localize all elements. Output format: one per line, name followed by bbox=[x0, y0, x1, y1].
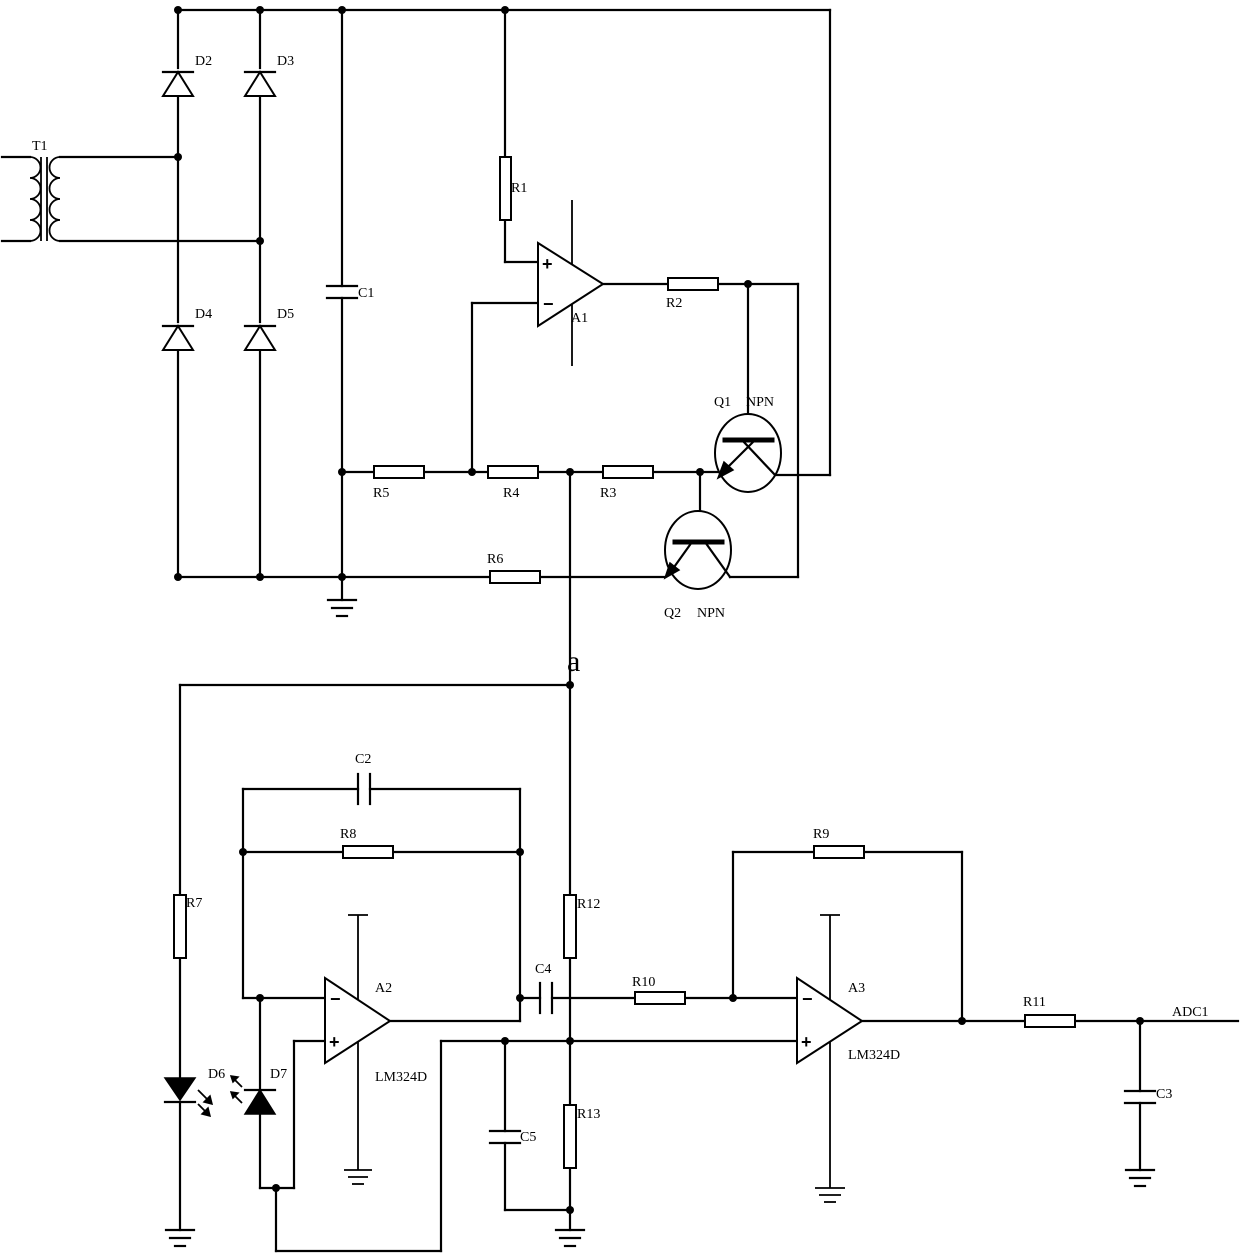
diode-d4: D4 bbox=[163, 307, 212, 350]
minus-sign: − bbox=[802, 989, 813, 1009]
capacitor-c3: C3 bbox=[1125, 1087, 1172, 1103]
label-d6: D6 bbox=[208, 1067, 225, 1082]
label-r4: R4 bbox=[503, 486, 519, 501]
label-r10: R10 bbox=[632, 975, 655, 990]
ground-icon bbox=[556, 1230, 584, 1246]
led-d6: D6 bbox=[165, 1067, 225, 1116]
label-r9: R9 bbox=[813, 827, 829, 842]
wires-lower bbox=[180, 685, 1238, 1251]
resistor-r6: R6 bbox=[487, 552, 540, 583]
label-r1: R1 bbox=[511, 181, 527, 196]
label-q2: Q2 bbox=[664, 606, 681, 621]
resistor-r8: R8 bbox=[340, 827, 393, 858]
label-q2-type: NPN bbox=[697, 606, 725, 621]
label-c4: C4 bbox=[535, 962, 551, 977]
label-t1: T1 bbox=[32, 139, 48, 154]
ground-icon bbox=[328, 577, 356, 616]
plus-sign: + bbox=[801, 1032, 812, 1052]
label-r13: R13 bbox=[577, 1107, 600, 1122]
label-c1: C1 bbox=[358, 286, 374, 301]
diode-d2: D2 bbox=[163, 54, 212, 96]
label-d2: D2 bbox=[195, 54, 212, 69]
resistor-r4: R4 bbox=[488, 466, 538, 501]
label-q1: Q1 bbox=[714, 395, 731, 410]
label-d3: D3 bbox=[277, 54, 294, 69]
label-r7: R7 bbox=[186, 896, 202, 911]
resistor-r5: R5 bbox=[373, 466, 424, 501]
label-a3: A3 bbox=[848, 981, 865, 996]
label-a1: A1 bbox=[571, 311, 588, 326]
label-r12: R12 bbox=[577, 897, 600, 912]
label-c5: C5 bbox=[520, 1130, 536, 1145]
resistor-r13: R13 bbox=[564, 1105, 600, 1168]
label-a2-part: LM324D bbox=[375, 1070, 427, 1085]
opamp-a2: − + A2 LM324D bbox=[325, 915, 427, 1184]
plus-sign: + bbox=[542, 254, 553, 274]
capacitor-c1: C1 bbox=[327, 286, 374, 301]
opamp-a3: − + A3 LM324D bbox=[797, 915, 900, 1202]
label-r5: R5 bbox=[373, 486, 389, 501]
node-label-a: a bbox=[567, 645, 580, 678]
transistor-q2: Q2 NPN bbox=[664, 511, 731, 621]
output-label-adc1: ADC1 bbox=[1172, 1005, 1209, 1020]
label-r2: R2 bbox=[666, 296, 682, 311]
label-a3-part: LM324D bbox=[848, 1048, 900, 1063]
resistor-r9: R9 bbox=[813, 827, 864, 858]
minus-sign: − bbox=[330, 989, 341, 1009]
label-d4: D4 bbox=[195, 307, 212, 322]
plus-sign: + bbox=[329, 1032, 340, 1052]
resistor-r3: R3 bbox=[600, 466, 653, 501]
diode-d5: D5 bbox=[245, 307, 294, 350]
minus-sign: − bbox=[543, 294, 554, 314]
resistor-r12: R12 bbox=[564, 895, 600, 958]
label-r3: R3 bbox=[600, 486, 616, 501]
ground-icon bbox=[1126, 1170, 1154, 1186]
capacitor-c2: C2 bbox=[355, 752, 371, 804]
resistor-r2: R2 bbox=[666, 278, 718, 311]
capacitor-c5: C5 bbox=[490, 1130, 536, 1145]
resistor-r11: R11 bbox=[1023, 995, 1075, 1027]
transformer-t1: T1 bbox=[2, 139, 60, 241]
label-d7: D7 bbox=[270, 1067, 287, 1082]
resistor-r10: R10 bbox=[632, 975, 685, 1004]
resistor-r1: R1 bbox=[500, 157, 527, 220]
label-c3: C3 bbox=[1156, 1087, 1172, 1102]
capacitor-c4: C4 bbox=[535, 962, 552, 1013]
label-r8: R8 bbox=[340, 827, 356, 842]
junction-dots bbox=[174, 6, 1144, 1214]
label-d5: D5 bbox=[277, 307, 294, 322]
label-a2: A2 bbox=[375, 981, 392, 996]
transistor-q1: Q1 NPN bbox=[714, 395, 781, 492]
opamp-a1: + − A1 bbox=[538, 200, 603, 366]
label-q1-type: NPN bbox=[746, 395, 774, 410]
label-r6: R6 bbox=[487, 552, 503, 567]
label-r11: R11 bbox=[1023, 995, 1046, 1010]
diode-d3: D3 bbox=[245, 54, 294, 96]
ground-icon bbox=[166, 1230, 194, 1246]
label-c2: C2 bbox=[355, 752, 371, 767]
resistor-r7: R7 bbox=[174, 895, 202, 958]
